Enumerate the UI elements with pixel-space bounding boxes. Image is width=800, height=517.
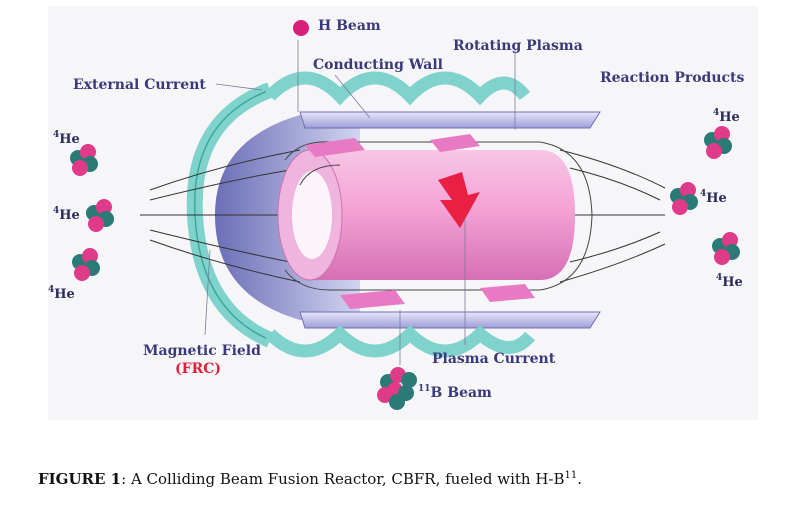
- magnetic-field-label: Magnetic Field: [143, 343, 261, 359]
- he-nucleus-left-2: [86, 199, 114, 232]
- external-current-label: External Current: [73, 77, 206, 93]
- caption-text: : A Colliding Beam Fusion Reactor, CBFR,…: [121, 470, 565, 488]
- plasma-current-label: Plasma Current: [432, 351, 556, 367]
- he-label-right-2: 4He: [700, 189, 727, 206]
- magnetic-field-lines-right: [559, 149, 666, 283]
- leader-lines: [204, 40, 516, 365]
- external-coil-top: [265, 71, 531, 106]
- reaction-products-label: Reaction Products: [600, 70, 745, 86]
- he-nucleus-left-3: [72, 248, 100, 281]
- conducting-wall-top: [299, 111, 601, 129]
- closed-field-loops: [284, 141, 593, 291]
- h-beam-label: H Beam: [318, 18, 381, 34]
- he-label-right-1: 4He: [713, 108, 740, 125]
- plasma-cylinder: [310, 150, 575, 280]
- he-nucleus-left-1: [70, 144, 98, 176]
- h-beam-particle: [293, 20, 309, 36]
- conducting-wall-bottom: [299, 311, 601, 329]
- he-label-left-2: 4He: [53, 206, 80, 223]
- figure-number: FIGURE 1: [38, 470, 122, 488]
- figure-caption: FIGURE 1: A Colliding Beam Fusion Reacto…: [38, 470, 582, 488]
- fusion-reactor-diagram: [70, 20, 740, 410]
- caption-superscript: 11: [564, 470, 578, 481]
- he-label-left-3: 4He: [48, 285, 75, 302]
- rotating-plasma-label: Rotating Plasma: [453, 38, 583, 54]
- conducting-wall-label: Conducting Wall: [313, 57, 443, 73]
- frc-label: (FRC): [175, 361, 221, 377]
- caption-end: .: [577, 470, 583, 488]
- external-coil-bottom: [265, 324, 535, 358]
- he-label-left-1: 4He: [53, 130, 80, 147]
- he-nucleus-right-3: [712, 232, 740, 265]
- he-nucleus-right-1: [704, 126, 732, 159]
- he-label-right-3: 4He: [716, 273, 743, 290]
- beam-injectors-top: [305, 134, 480, 157]
- he-nucleus-right-2: [670, 182, 698, 215]
- beam-injectors-bottom: [340, 284, 535, 309]
- plasma-rotation-arrow: [438, 172, 480, 228]
- plasma-cylinder-hole: [292, 171, 332, 259]
- b-beam-label: 11B Beam: [418, 384, 492, 401]
- b11-nucleus: [377, 367, 417, 410]
- magnetic-field-lines-left: [140, 149, 301, 283]
